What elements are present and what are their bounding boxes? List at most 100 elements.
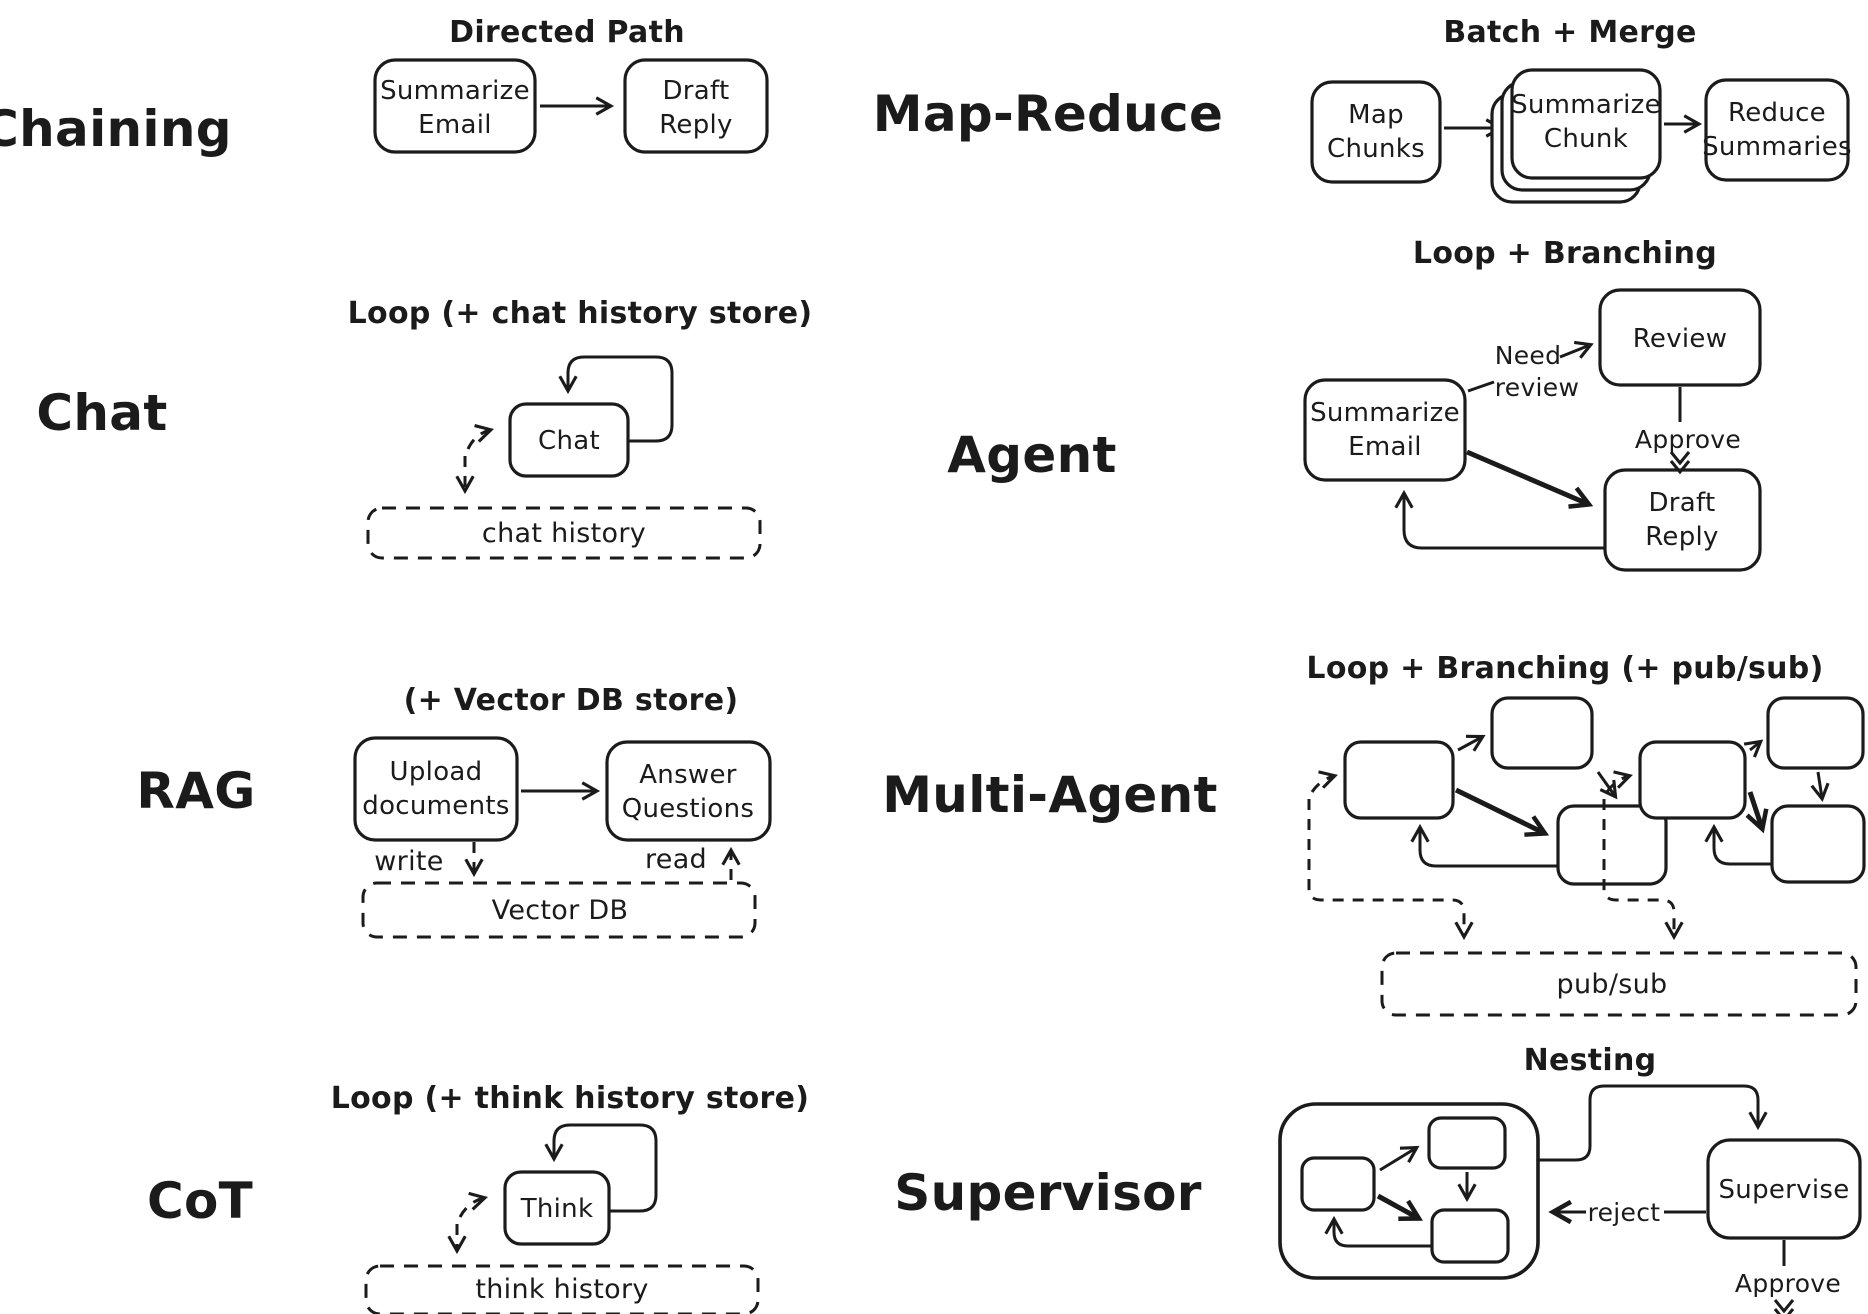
- section-label-agent: Agent: [947, 426, 1116, 484]
- store-label: Vector DB: [492, 895, 629, 926]
- node-label: Summaries: [1702, 132, 1852, 162]
- connector-to-supervise: [1538, 1084, 1768, 1162]
- node-label: Chunks: [1327, 134, 1425, 164]
- bold-arrow: [1376, 1193, 1418, 1218]
- store-label: think history: [475, 1274, 648, 1305]
- section-label-chat: Chat: [36, 384, 167, 442]
- cot-title: Loop (+ think history store): [331, 1081, 810, 1116]
- store-label: pub/sub: [1557, 969, 1668, 1000]
- edge-label-reject: reject: [1588, 1198, 1661, 1227]
- store-label: chat history: [482, 518, 646, 549]
- nested-node: [1430, 1208, 1510, 1264]
- node-label: Email: [1348, 432, 1422, 462]
- node-label: Reply: [1645, 522, 1719, 552]
- section-label-map-reduce: Map-Reduce: [873, 85, 1223, 143]
- agent-node: [1556, 804, 1668, 886]
- node-label: Supervise: [1718, 1175, 1849, 1205]
- node-label: Reply: [659, 110, 733, 140]
- arrow: [1457, 734, 1486, 752]
- agent-node: [1343, 740, 1455, 820]
- section-cot: CoT Loop (+ think history store) Think t…: [147, 1081, 809, 1314]
- node-draft-reply: [1603, 468, 1762, 572]
- dashed-pubsub-line: [1602, 799, 1684, 941]
- edge-label-need-review: review: [1495, 373, 1579, 402]
- dashed-entry-arrow: [1310, 770, 1338, 793]
- node-supervise: [1706, 1138, 1862, 1240]
- section-chaining: Chaining Directed Path Summarize Email D…: [0, 15, 769, 158]
- need-review-arrow: [1559, 340, 1594, 359]
- node-label: Chat: [538, 426, 600, 456]
- section-multi-agent: Multi-Agent Loop + Branching (+ pub/sub)…: [882, 651, 1866, 1017]
- node-label: Summarize: [1310, 398, 1460, 428]
- node-upload-documents: [353, 736, 519, 842]
- node-label: Questions: [622, 794, 755, 824]
- section-map-reduce: Map-Reduce Batch + Merge Map Chunks Summ…: [873, 15, 1852, 204]
- node-label: Answer: [639, 760, 737, 790]
- node-label: Email: [418, 110, 492, 140]
- approve-double-chevron: [1669, 451, 1691, 475]
- approve-double-chevron: [1773, 1299, 1795, 1314]
- self-loop-arrow: [558, 355, 674, 443]
- node-map-chunks: [1310, 80, 1442, 184]
- node-label: Map: [1348, 100, 1404, 130]
- node-summarize-email: [373, 58, 537, 154]
- supervisor-title: Nesting: [1524, 1043, 1657, 1078]
- agent-title: Loop + Branching: [1413, 236, 1717, 271]
- map-reduce-title: Batch + Merge: [1443, 15, 1696, 50]
- node-answer-questions: [605, 740, 772, 842]
- nested-graph-container: [1278, 1102, 1540, 1280]
- node-chat: [508, 402, 630, 478]
- node-summarize-email: [1303, 378, 1467, 482]
- node-think: [503, 1170, 611, 1246]
- rag-title: (+ Vector DB store): [404, 683, 739, 718]
- agent-node: [1766, 696, 1865, 770]
- edge-label-read: read: [645, 844, 707, 875]
- nested-node: [1300, 1156, 1376, 1212]
- section-label-chaining: Chaining: [0, 100, 232, 158]
- node-reduce-summaries: [1704, 78, 1850, 182]
- loop-back-arrow: [1410, 823, 1558, 868]
- agent-node: [1490, 696, 1594, 770]
- dashed-entry-arrow: [1605, 770, 1633, 793]
- arrow-summarize-to-draft: [1466, 449, 1588, 504]
- need-review-tick: [1467, 380, 1495, 393]
- section-label-multi-agent: Multi-Agent: [882, 766, 1217, 824]
- edge-label-approve: Approve: [1635, 425, 1741, 454]
- chat-title: Loop (+ chat history store): [348, 296, 813, 331]
- loop-back-arrow: [1704, 823, 1772, 866]
- agent-node: [1770, 804, 1866, 884]
- nested-node: [1427, 1116, 1507, 1170]
- node-draft-reply: [623, 58, 769, 154]
- dashed-entry-arrow: [466, 424, 494, 450]
- node-label: Draft: [662, 76, 729, 106]
- node-label: Draft: [1648, 488, 1715, 518]
- bold-arrow: [1750, 791, 1762, 828]
- node-label: Think: [520, 1194, 594, 1224]
- section-label-supervisor: Supervisor: [894, 1164, 1202, 1222]
- node-label: Review: [1633, 324, 1728, 354]
- store-think-history: [364, 1264, 760, 1314]
- arrow: [1596, 771, 1618, 800]
- chaining-title: Directed Path: [449, 15, 685, 50]
- store-pub-sub: [1380, 951, 1858, 1017]
- section-rag: RAG (+ Vector DB store) Upload documents…: [136, 683, 772, 939]
- arrow: [1743, 739, 1764, 758]
- bold-arrow: [1454, 787, 1544, 833]
- dashed-entry-arrow: [458, 1191, 488, 1218]
- store-vector-db: [361, 881, 757, 939]
- arrow: [1810, 771, 1830, 803]
- agent-node: [1638, 740, 1747, 820]
- node-label: Reduce: [1728, 98, 1826, 128]
- arrow: [1379, 1145, 1420, 1172]
- edge-label-need-review: Need: [1495, 341, 1562, 370]
- multi-agent-title: Loop + Branching (+ pub/sub): [1306, 651, 1823, 686]
- section-agent: Agent Loop + Branching Review Summarize …: [947, 236, 1762, 572]
- node-label: documents: [362, 791, 509, 821]
- node-summarize-chunk: [1510, 68, 1662, 180]
- node-label: Summarize: [380, 76, 530, 106]
- node-label: Chunk: [1544, 124, 1628, 154]
- section-supervisor: Supervisor Nesting Supervise reject Appr…: [894, 1043, 1862, 1314]
- section-label-cot: CoT: [147, 1172, 253, 1230]
